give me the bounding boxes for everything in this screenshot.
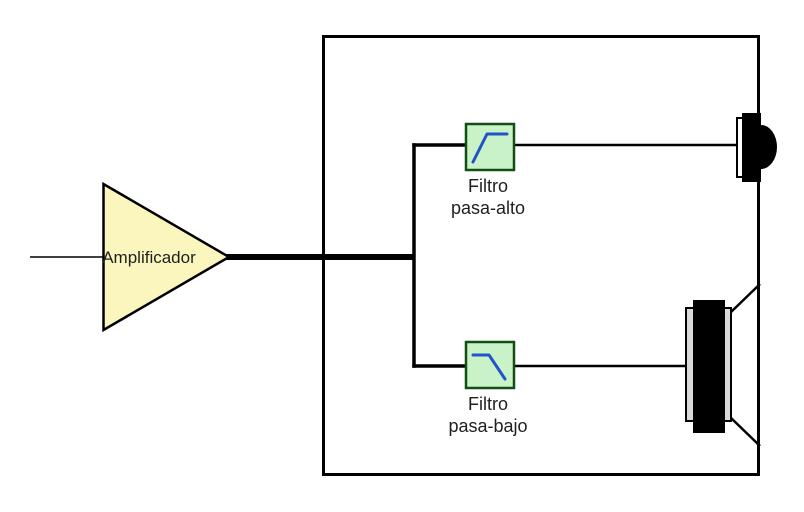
amplifier-label: Amplificador <box>102 248 196 267</box>
high-pass-response-icon <box>471 132 509 164</box>
high-pass-filter-block: Filtro pasa-alto <box>451 122 525 218</box>
woofer-cone-bottom-line <box>729 416 761 447</box>
low-pass-filter-label-line2: pasa-bajo <box>448 416 527 436</box>
high-pass-filter-label-line2: pasa-alto <box>451 198 525 218</box>
tweeter-magnet <box>742 113 761 182</box>
high-pass-filter-label-line1: Filtro <box>468 176 508 196</box>
woofer-cone-top-line <box>729 283 761 314</box>
high-pass-filter-box <box>464 122 516 172</box>
low-pass-filter-block: Filtro pasa-bajo <box>448 340 528 436</box>
woofer-icon <box>685 283 761 447</box>
low-pass-response-icon <box>471 353 507 381</box>
low-pass-filter-label-line1: Filtro <box>468 394 508 414</box>
tweeter-dome <box>761 125 777 169</box>
tweeter-icon <box>736 113 777 182</box>
amplifier-triangle <box>102 181 232 333</box>
low-pass-filter-box <box>464 340 516 390</box>
woofer-magnet <box>693 300 725 433</box>
